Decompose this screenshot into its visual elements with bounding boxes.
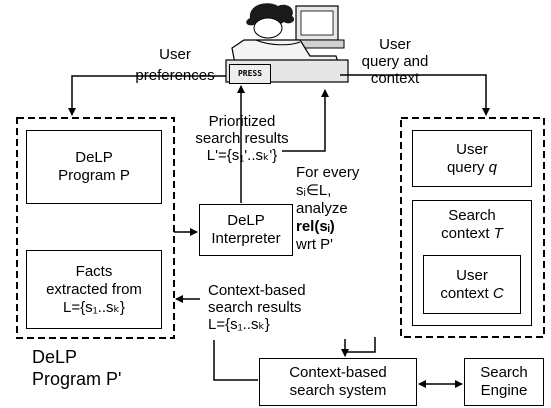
- user-preferences-label: User preferences: [120, 46, 230, 84]
- context-results-line-1: Context-based: [208, 282, 306, 299]
- user-query-context-label: User query and context: [350, 36, 440, 87]
- user-query-text: query: [446, 158, 489, 176]
- prioritized-line-2: search results: [195, 130, 289, 147]
- user-query-line-3: context: [370, 70, 420, 87]
- context-search-system-box: Context-based search system: [259, 358, 417, 406]
- context-based-results-label: Context-based search results L={s₁..sₖ}: [208, 282, 348, 333]
- user-context-text: context: [440, 284, 493, 302]
- for-every-line-2: sᵢ∈L,: [296, 182, 332, 199]
- delp-program-outline: [16, 117, 175, 339]
- user-query-box-line-1: User: [456, 140, 488, 158]
- search-context-line-1: Search: [448, 207, 496, 224]
- for-every-label: For every sᵢ∈L, analyze rel(sᵢ) wrt P': [296, 164, 396, 254]
- results-set: L={s₁..sₖ}: [208, 316, 270, 333]
- rel-function: rel(sᵢ): [296, 218, 335, 235]
- arrow-results-loop: [213, 340, 258, 381]
- facts-line-3: L={s₁..sₖ}: [63, 298, 125, 316]
- user-query-line-2: query and: [361, 53, 429, 70]
- arrow-user-preferences: [68, 75, 226, 116]
- delp-prime-line-2: Program P': [32, 369, 122, 389]
- for-every-line-1: For every: [296, 164, 360, 181]
- delp-program-line-2: Program P: [58, 167, 130, 184]
- wrt-label: wrt P': [296, 236, 334, 253]
- facts-line-2: extracted from: [46, 280, 142, 298]
- user-context-outline: [400, 117, 545, 338]
- user-query-line-1: User: [379, 36, 411, 53]
- search-system-line-2: search system: [289, 382, 387, 399]
- delp-program-line-1: DeLP: [75, 149, 113, 166]
- context-var-t: T: [493, 225, 503, 242]
- context-var-c: C: [492, 284, 504, 302]
- user-context-line-2: context C: [440, 285, 503, 303]
- search-engine-box: Search Engine: [464, 358, 544, 406]
- arrow-prioritized-results: [282, 89, 329, 152]
- user-context-box: User context C: [423, 255, 521, 314]
- user-query-box: User query q: [412, 130, 532, 187]
- press-sign-text: PRESS: [237, 69, 263, 78]
- user-at-computer-icon: [225, 3, 349, 83]
- prioritized-line-1: Prioritized: [208, 113, 276, 130]
- user-context-line-1: User: [456, 266, 488, 284]
- delp-program-p-prime-label: DeLP Program P': [32, 346, 121, 390]
- user-preferences-line-2: preferences: [135, 67, 215, 84]
- interpreter-line-2: Interpreter: [211, 230, 281, 247]
- search-engine-line-2: Engine: [480, 382, 528, 399]
- search-context-label: Search context T: [413, 205, 531, 245]
- arrow-user-query-context: [340, 74, 490, 116]
- search-context-line-2: context T: [441, 225, 503, 243]
- query-var: q: [488, 158, 498, 176]
- user-query-box-line-2: query q: [447, 159, 497, 177]
- facts-line-1: Facts: [75, 262, 113, 280]
- delp-program-p-box: DeLP Program P: [26, 130, 162, 204]
- delp-interpreter-box: DeLP Interpreter: [199, 204, 293, 256]
- user-preferences-line-1: User: [159, 46, 191, 63]
- delp-prime-line-1: DeLP: [32, 347, 78, 367]
- search-context-text: context: [441, 225, 494, 242]
- search-system-line-1: Context-based: [289, 364, 387, 381]
- search-engine-line-1: Search: [480, 364, 528, 381]
- arrow-context-to-search-line: [344, 337, 376, 355]
- context-results-line-2: search results: [208, 299, 302, 316]
- interpreter-line-1: DeLP: [227, 212, 265, 229]
- prioritized-results-label: Prioritized search results L'={s₁'..sₖ'}: [180, 113, 304, 164]
- prioritized-set: L'={s₁'..sₖ'}: [206, 147, 278, 164]
- facts-box: Facts extracted from L={s₁..sₖ}: [26, 250, 162, 329]
- press-sign: PRESS: [229, 64, 271, 84]
- for-every-line-3: analyze: [296, 200, 348, 217]
